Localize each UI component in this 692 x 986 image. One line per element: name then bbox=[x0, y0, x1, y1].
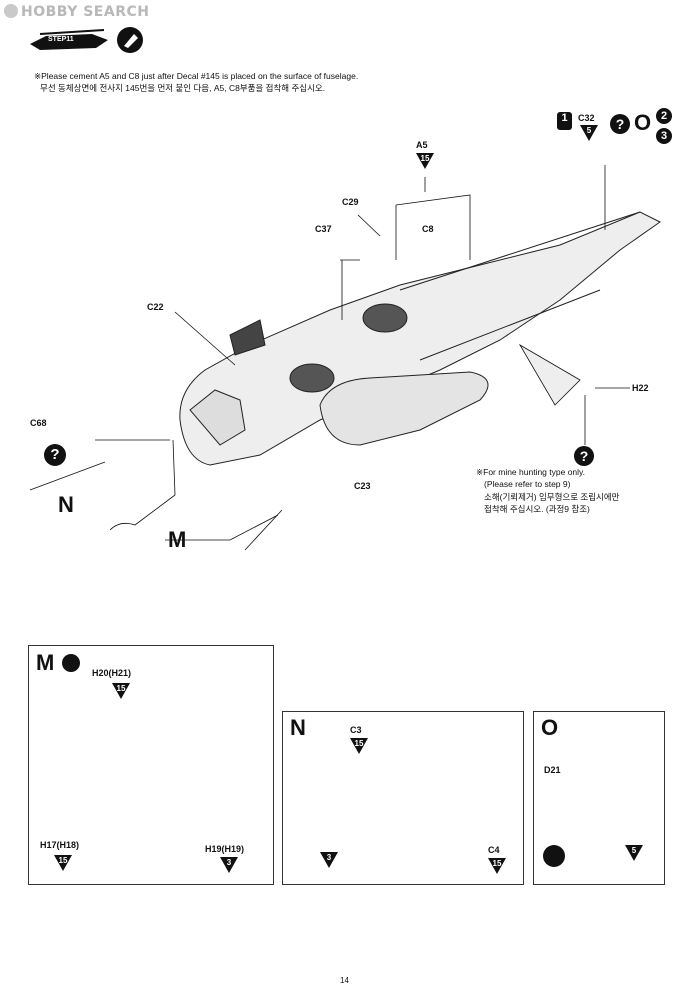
cement-icon-o bbox=[543, 845, 565, 867]
paint-badge-h19: 3 bbox=[220, 857, 238, 873]
panel-m-title: M bbox=[36, 650, 55, 675]
step-label: STEP11 bbox=[48, 36, 74, 43]
label-h22: H22 bbox=[632, 383, 649, 393]
variant-3-badge: 3 bbox=[656, 128, 672, 144]
panel-m bbox=[28, 645, 274, 885]
paint-badge-c3: 15 bbox=[350, 738, 368, 754]
label-c68: C68 bbox=[30, 418, 47, 428]
label-a5: A5 bbox=[416, 140, 428, 150]
label-d21: D21 bbox=[544, 765, 561, 775]
label-c22: C22 bbox=[147, 302, 164, 312]
question-icon: ? bbox=[610, 114, 630, 134]
label-h17: H17(H18) bbox=[40, 840, 80, 850]
leader-lines bbox=[29, 165, 630, 551]
panel-n-title: N bbox=[290, 715, 306, 740]
paint-badge-n-3: 3 bbox=[320, 852, 338, 868]
question-icon-c68: ? bbox=[44, 444, 66, 466]
mine-note-2: (Please refer to step 9) bbox=[484, 479, 571, 489]
label-n-marker: N bbox=[58, 492, 74, 517]
watermark: HOBBY SEARCH bbox=[4, 4, 149, 20]
mine-note-1: ※For mine hunting type only. bbox=[476, 467, 586, 477]
paint-badge-o: 5 bbox=[625, 845, 643, 861]
label-c37: C37 bbox=[315, 224, 332, 234]
label-c3: C3 bbox=[350, 725, 362, 735]
label-c23: C23 bbox=[354, 481, 371, 491]
label-h20: H20(H21) bbox=[92, 668, 132, 678]
mine-note-4: 접착해 주십시오. (과정9 참조) bbox=[484, 504, 590, 514]
mine-note-3: 소해(기뢰제거) 임무형으로 조립시에만 bbox=[484, 492, 620, 502]
paint-badge-c32: 5 bbox=[580, 125, 598, 141]
paint-badge-c4: 15 bbox=[488, 858, 506, 874]
label-c32: C32 bbox=[578, 113, 595, 123]
cement-bottle-icon bbox=[117, 27, 143, 53]
variant-1-badge: 1 bbox=[557, 112, 572, 130]
page-number: 14 bbox=[340, 976, 349, 985]
label-h19: H19(H19) bbox=[205, 844, 245, 854]
variant-2-badge: 2 bbox=[656, 108, 672, 124]
label-c4: C4 bbox=[488, 845, 500, 855]
helicopter-drawing bbox=[179, 211, 661, 466]
panel-m-arrow-icon bbox=[62, 654, 80, 672]
label-m-marker: M bbox=[168, 527, 187, 552]
paint-badge-a5: 15 bbox=[416, 153, 434, 169]
label-o-marker: O bbox=[634, 110, 652, 135]
label-c29: C29 bbox=[342, 197, 359, 207]
question-icon-h22: ? bbox=[574, 446, 594, 466]
watermark-logo-icon bbox=[4, 4, 18, 18]
paint-badge-h20: 15 bbox=[112, 683, 130, 699]
label-c8: C8 bbox=[422, 224, 434, 234]
note-korean: 무선 동체상면에 전사지 145번을 먼저 붙인 다음, A5, C8부품을 접… bbox=[40, 83, 326, 93]
step-badge bbox=[30, 29, 108, 50]
panel-o-title: O bbox=[541, 715, 559, 740]
note-english: ※Please cement A5 and C8 just after Deca… bbox=[34, 71, 359, 81]
paint-badge-h17: 15 bbox=[54, 855, 72, 871]
